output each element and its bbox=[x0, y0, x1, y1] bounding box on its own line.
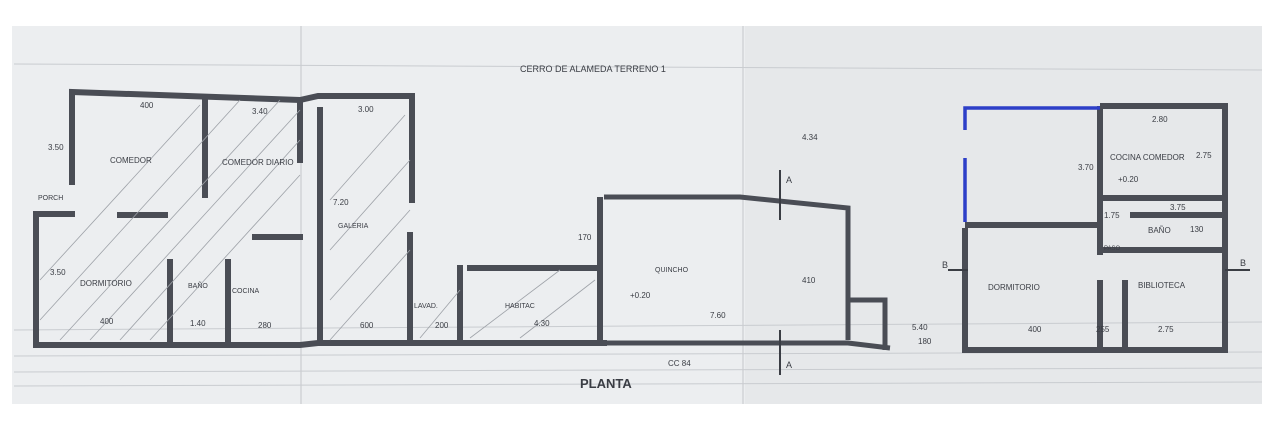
dim-140: 1.40 bbox=[190, 319, 206, 328]
level-mark: +0.20 bbox=[630, 291, 651, 300]
paper-fold bbox=[742, 26, 744, 404]
dim-430: 4.30 bbox=[534, 319, 550, 328]
room-comedor: COMEDOR bbox=[110, 156, 152, 165]
room-bano-right: BAÑO bbox=[1148, 226, 1171, 235]
dim-540: 5.40 bbox=[912, 323, 928, 332]
level-mark-right: +0.20 bbox=[1118, 175, 1139, 184]
dim-r275: 2.75 bbox=[1196, 151, 1212, 160]
header-text: CERRO DE ALAMEDA TERRENO 1 bbox=[520, 64, 666, 74]
dim-720: 7.20 bbox=[333, 198, 349, 207]
section-mark-b-right: B bbox=[1240, 258, 1246, 268]
room-porch: PORCH bbox=[38, 195, 63, 202]
right-house-walls bbox=[962, 103, 1228, 353]
dim-350-left: 3.50 bbox=[48, 143, 64, 152]
dim-r400: 400 bbox=[1028, 325, 1042, 334]
room-cocina: COCINA bbox=[232, 288, 260, 295]
dim-170: 170 bbox=[578, 233, 592, 242]
dim-280: 280 bbox=[258, 321, 272, 330]
room-habitacion: HABITAC bbox=[505, 303, 535, 310]
room-quincho: QUINCHO bbox=[655, 267, 689, 274]
hatching bbox=[39, 99, 596, 341]
left-house-walls bbox=[33, 88, 607, 348]
dim-760: 7.60 bbox=[710, 311, 726, 320]
dim-r280: 2.80 bbox=[1152, 115, 1168, 124]
dim-r275b: 2.75 bbox=[1158, 325, 1174, 334]
dim-200: 200 bbox=[435, 321, 449, 330]
room-dormitorio: DORMITORIO bbox=[80, 279, 132, 288]
quincho-walls bbox=[597, 194, 891, 351]
room-cocina-comedor: COCINA COMEDOR bbox=[1110, 153, 1185, 162]
dim-400-bottom: 400 bbox=[100, 317, 114, 326]
dim-350-low: 3.50 bbox=[50, 268, 66, 277]
section-mark-a-top: A bbox=[786, 175, 792, 185]
paper-fold bbox=[300, 26, 302, 404]
dim-r130: 130 bbox=[1190, 225, 1204, 234]
highlighted-wall bbox=[963, 106, 1100, 222]
dim-r375: 3.75 bbox=[1170, 203, 1186, 212]
room-lavadero: LAVAD. bbox=[414, 303, 438, 310]
dim-400-top: 400 bbox=[140, 101, 154, 110]
dim-340: 3.40 bbox=[252, 107, 268, 116]
room-comedor-diario: COMEDOR DIARIO bbox=[222, 158, 294, 167]
section-mark-a-bottom: A bbox=[786, 360, 792, 370]
dim-410: 410 bbox=[802, 276, 816, 285]
room-paso: PASO bbox=[1104, 246, 1121, 252]
room-dormitorio-right: DORMITORIO bbox=[988, 283, 1040, 292]
dim-300: 3.00 bbox=[358, 105, 374, 114]
dim-434: 4.34 bbox=[802, 133, 818, 142]
room-bano: BAÑO bbox=[188, 281, 208, 290]
dim-r370: 3.70 bbox=[1078, 163, 1094, 172]
reference-code: CC 84 bbox=[668, 359, 691, 368]
dim-600: 600 bbox=[360, 321, 374, 330]
room-galeria: GALERIA bbox=[338, 223, 369, 230]
dim-180: 180 bbox=[918, 337, 932, 346]
room-biblioteca: BIBLIOTECA bbox=[1138, 281, 1186, 290]
dim-r255: 255 bbox=[1096, 325, 1110, 334]
plan-title: PLANTA bbox=[580, 376, 632, 391]
section-mark-b-left: B bbox=[942, 260, 948, 270]
dim-r175: 1.75 bbox=[1104, 211, 1120, 220]
guide-lines bbox=[13, 63, 1263, 387]
